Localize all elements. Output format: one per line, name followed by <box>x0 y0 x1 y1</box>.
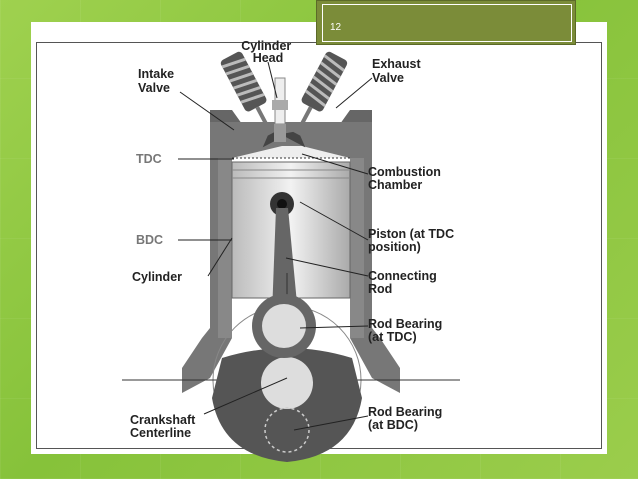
connecting-rod <box>272 208 298 314</box>
leader-lines <box>178 61 373 431</box>
label-combustion-chamber: Combustion Chamber <box>368 165 444 192</box>
label-piston: Piston (at TDC position) <box>368 227 458 254</box>
rod-bearing-tdc <box>252 294 316 358</box>
label-bdc: BDC <box>136 233 163 247</box>
label-rod-bearing-tdc: Rod Bearing (at TDC) <box>368 317 446 344</box>
label-exhaust-valve: Exhaust Valve <box>372 57 424 85</box>
label-intake-valve: Intake Valve <box>138 67 178 95</box>
label-crankshaft-centerline: Crankshaft Centerline <box>130 413 199 440</box>
label-rod-bearing-bdc: Rod Bearing (at BDC) <box>368 405 446 432</box>
label-connecting-rod: Connecting Rod <box>368 269 440 296</box>
engine-diagram: Cylinder Head Intake Valve Exhaust Valve… <box>122 39 460 462</box>
cylinder-head <box>210 110 372 158</box>
label-tdc: TDC <box>136 152 162 166</box>
spark-plug <box>272 77 288 142</box>
label-cylinder: Cylinder <box>132 270 182 284</box>
exhaust-valve-assembly <box>280 51 348 148</box>
crankshaft-counterweight <box>212 348 362 462</box>
slide-number-box <box>316 0 576 45</box>
slide-number: 12 <box>330 22 342 33</box>
label-cylinder-head: Cylinder Head <box>241 39 295 65</box>
slide-number-box-inner <box>322 4 572 42</box>
engine-block <box>182 158 400 393</box>
rod-bearing-bdc <box>264 407 310 453</box>
